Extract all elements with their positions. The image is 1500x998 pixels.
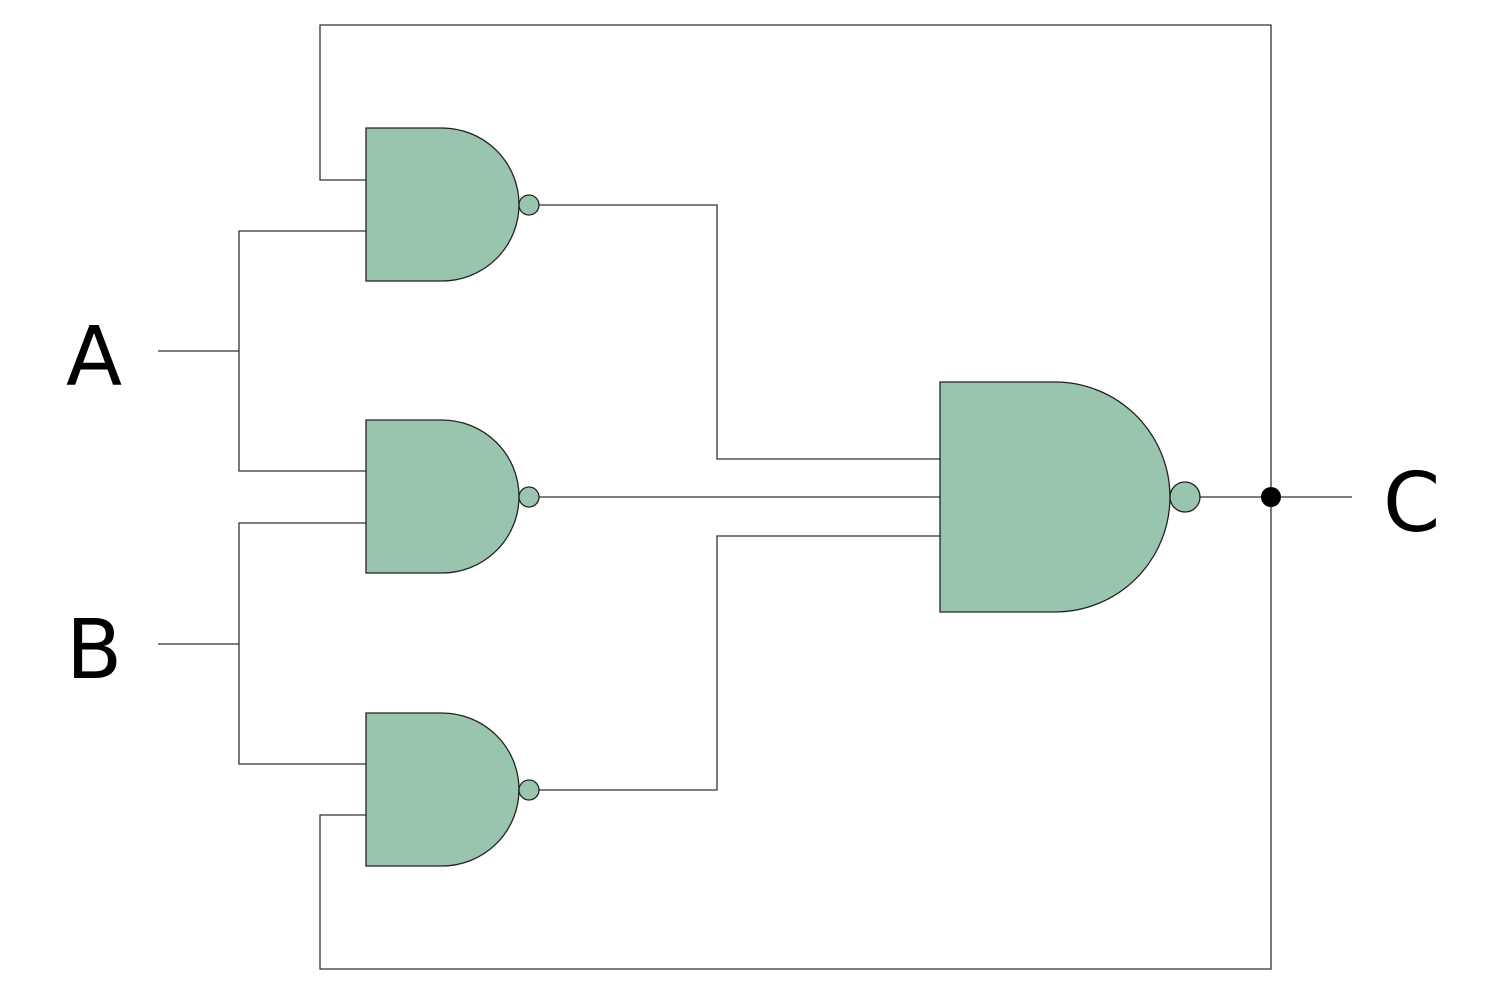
- nand-gate-output: [939, 381, 1201, 613]
- feedback-wire-top: [319, 24, 1272, 497]
- input-b-branch: [238, 522, 366, 765]
- nand3-output-wire: [539, 535, 940, 791]
- feedback-wire-bottom: [319, 497, 1272, 970]
- nand1-output-wire: [539, 204, 940, 460]
- nand-gate-1: [365, 127, 540, 282]
- nand-gate-3: [365, 712, 540, 867]
- junction-dot: [1261, 487, 1281, 507]
- input-a-branch: [238, 230, 366, 472]
- input-label-b: B: [66, 603, 122, 698]
- nand-gate-2: [365, 419, 540, 574]
- output-label-c: C: [1383, 456, 1440, 551]
- input-label-a: A: [66, 310, 122, 405]
